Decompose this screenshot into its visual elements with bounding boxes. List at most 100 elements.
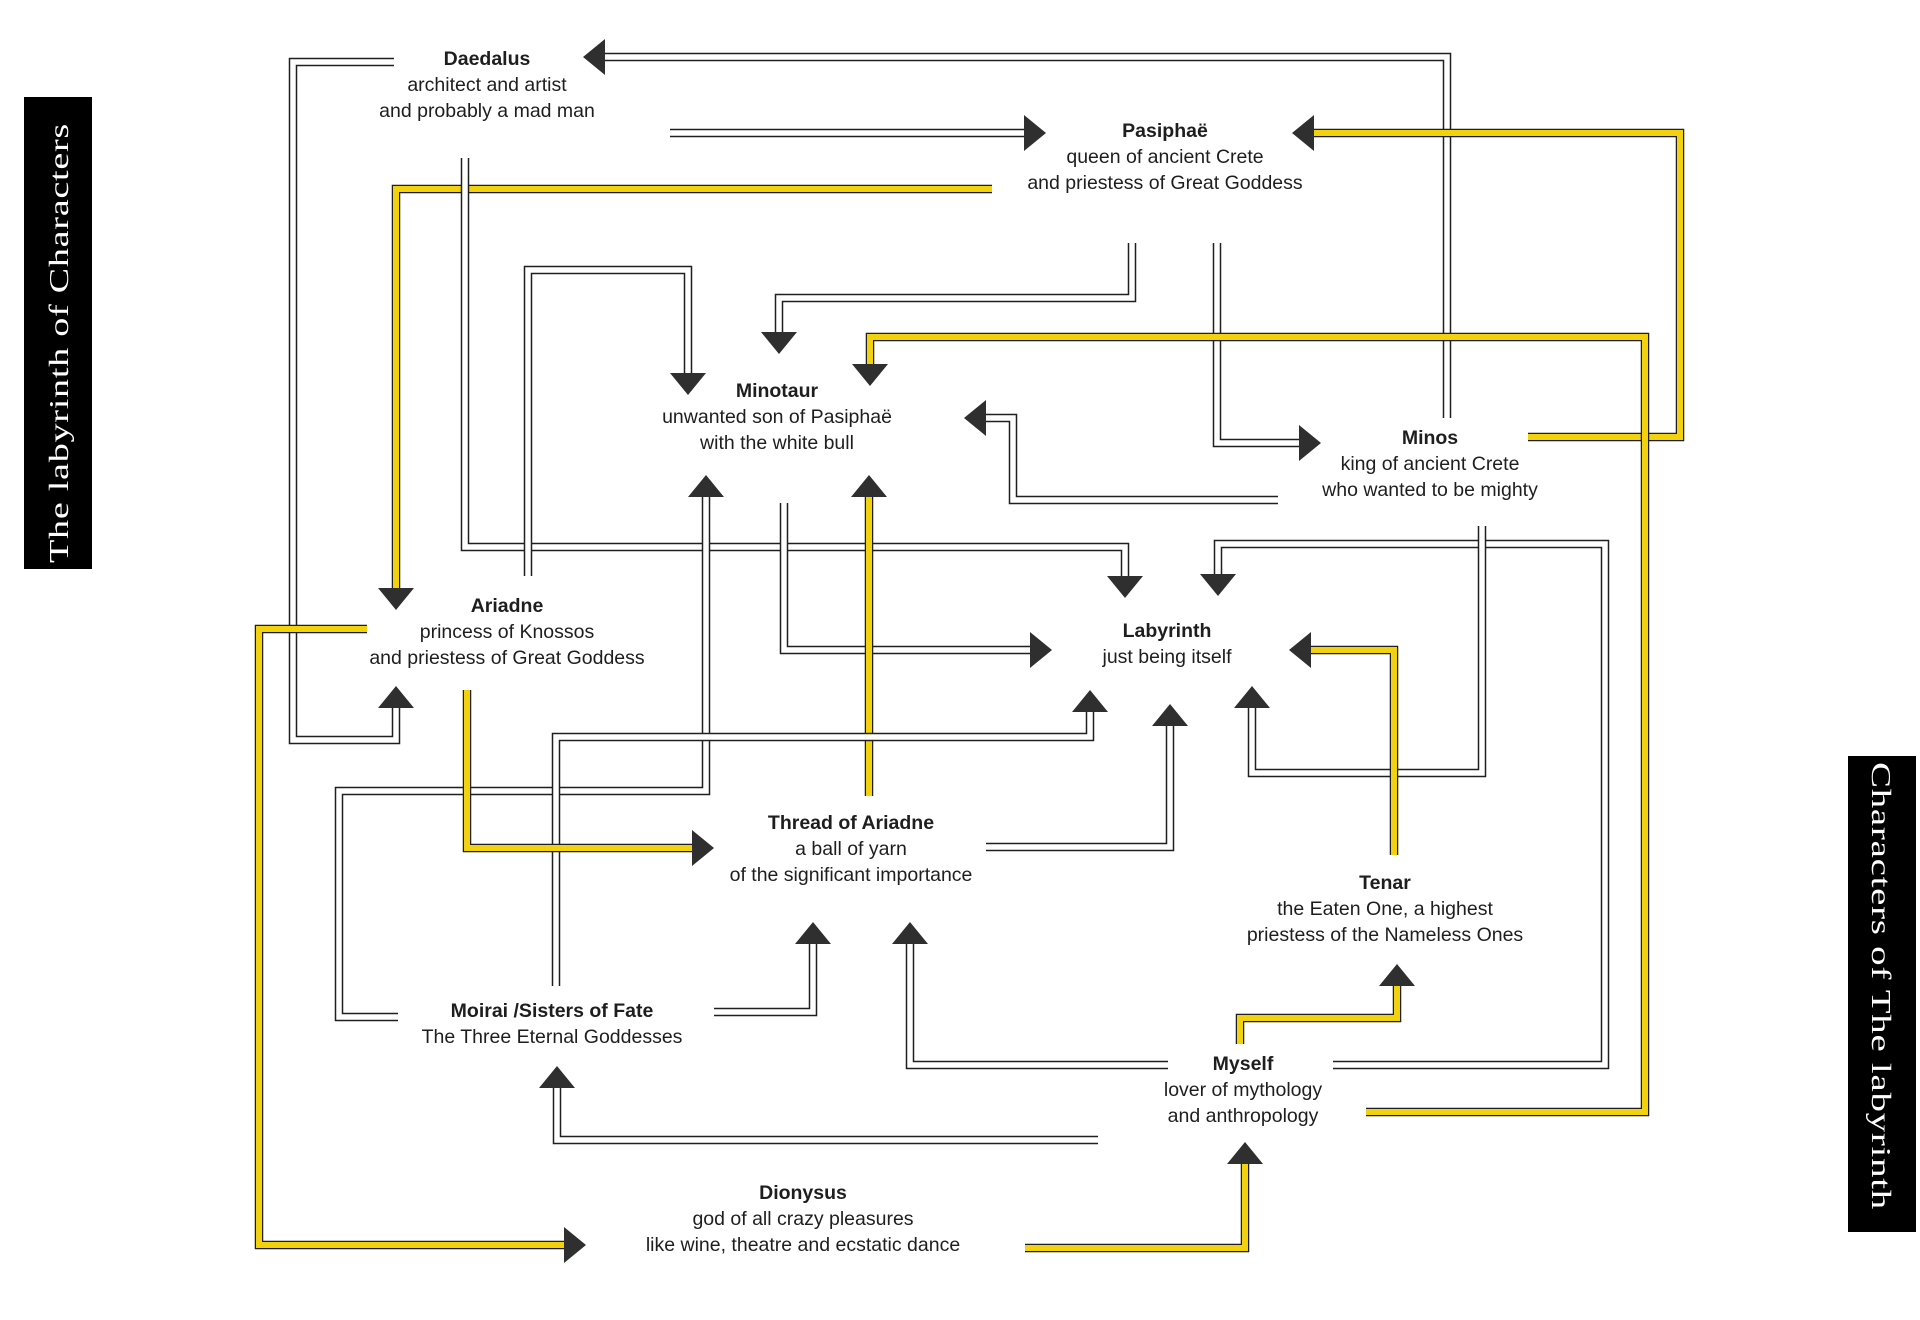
- node-description-line: of the significant importance: [730, 864, 973, 886]
- edge-ariadne-to-dionysus: [254, 624, 586, 1263]
- connector-outline: [460, 158, 1130, 576]
- node-title: Thread of Ariadne: [768, 812, 934, 834]
- connector-gap: [714, 944, 816, 1015]
- arrowhead: [1107, 576, 1143, 598]
- node-title: Tenar: [1359, 872, 1411, 894]
- node-description-line: like wine, theatre and ecstatic dance: [646, 1234, 960, 1256]
- arrowhead: [539, 1066, 575, 1088]
- connector-gap: [986, 415, 1278, 503]
- connectors-layer: [254, 39, 1685, 1263]
- arrowhead: [1227, 1142, 1263, 1164]
- connector-outline: [1311, 645, 1399, 855]
- connector-outline: [462, 690, 692, 853]
- node-title: Moirai /Sisters of Fate: [451, 1000, 654, 1022]
- edge-minos-to-labyrinth: [1234, 526, 1487, 778]
- connector-outline: [779, 503, 1030, 655]
- arrowhead: [1379, 964, 1415, 986]
- connector-gap: [553, 712, 1093, 986]
- edge-daedalus-to-labyrinth: [460, 158, 1143, 598]
- node-title: Myself: [1213, 1053, 1274, 1075]
- left-label-text: The labyrinth of Characters: [44, 123, 74, 563]
- arrowhead: [1292, 115, 1314, 151]
- node-title: Minotaur: [736, 380, 819, 402]
- connector-outline: [986, 413, 1278, 505]
- connector-gap: [776, 243, 1135, 332]
- arrowhead: [378, 588, 414, 610]
- arrowhead: [851, 475, 887, 497]
- arrowhead: [964, 400, 986, 436]
- node-description-line: unwanted son of Pasiphaë: [662, 406, 892, 428]
- node-description-line: and probably a mad man: [379, 100, 595, 122]
- connector-gap: [907, 944, 1168, 1068]
- node-title: Minos: [1402, 427, 1458, 449]
- node-title: Dionysus: [759, 1182, 847, 1204]
- connector-highlight-fill: [464, 690, 692, 851]
- arrowhead: [1072, 690, 1108, 712]
- node-description-line: the Eaten One, a highest: [1277, 898, 1493, 920]
- arrowhead: [583, 39, 605, 75]
- connector-outline: [288, 57, 401, 745]
- connector-gap: [1214, 243, 1299, 446]
- connector-gap: [336, 497, 709, 1020]
- node-description-line: god of all crazy pleasures: [692, 1208, 913, 1230]
- edge-ariadne-to-thread: [462, 690, 714, 866]
- nodes-layer: Daedalus architect and artist and probably…: [369, 48, 1538, 1256]
- arrowhead: [1024, 115, 1046, 151]
- edge-ariadne-to-minotaur: [523, 265, 706, 576]
- edge-daedalus-to-pasiphae: [670, 115, 1046, 151]
- connector-gap: [1215, 541, 1608, 1068]
- connector-highlight-fill: [393, 186, 992, 588]
- edge-dionysus-to-myself: [1025, 1142, 1263, 1253]
- edge-moirai-to-labyrinth: [551, 690, 1108, 986]
- node-title: Labyrinth: [1123, 620, 1212, 642]
- arrowhead: [564, 1227, 586, 1263]
- node-description-line: king of ancient Crete: [1341, 453, 1520, 475]
- edge-moirai-to-thread: [714, 922, 831, 1017]
- arrowhead: [892, 922, 928, 944]
- arrowhead: [852, 364, 888, 386]
- connector-outline: [1314, 128, 1685, 442]
- connector-gap: [525, 267, 691, 576]
- connector-outline: [986, 726, 1175, 852]
- right-side-label: Characters of The labyrinth: [1848, 756, 1916, 1232]
- edge-moirai-to-minotaur: [334, 475, 724, 1022]
- connector-gap: [986, 726, 1173, 850]
- node-description-line: who wanted to be mighty: [1321, 479, 1538, 501]
- node-title: Daedalus: [444, 48, 531, 70]
- edge-minotaur-to-labyrinth: [779, 503, 1052, 668]
- edge-myself-to-minotaur: [852, 332, 1650, 1117]
- node-description-line: a ball of yarn: [795, 838, 907, 860]
- edge-myself-to-tenar: [1235, 964, 1415, 1044]
- connector-gap: [1249, 526, 1485, 776]
- edge-pasiphae-to-ariadne: [378, 184, 992, 610]
- node-description-line: princess of Knossos: [420, 621, 595, 643]
- arrowhead: [761, 332, 797, 354]
- arrowhead: [670, 373, 706, 395]
- node-description-line: architect and artist: [407, 74, 567, 96]
- connector-outline: [1025, 1164, 1250, 1253]
- node-description-line: and priestess of Great Goddess: [369, 647, 645, 669]
- node-description-line: just being itself: [1102, 646, 1233, 668]
- arrowhead: [1030, 632, 1052, 668]
- right-label-band: [1848, 756, 1916, 1232]
- arrowhead: [378, 686, 414, 708]
- arrowhead: [1289, 632, 1311, 668]
- arrowhead: [1152, 704, 1188, 726]
- edge-pasiphae-to-minos: [1212, 243, 1321, 461]
- connector-outline: [552, 1088, 1098, 1145]
- left-label-band: [24, 97, 92, 569]
- node-description-line: and anthropology: [1168, 1105, 1319, 1127]
- connector-highlight-fill: [1314, 130, 1683, 440]
- edge-myself-to-thread: [892, 922, 1168, 1070]
- arrowhead: [1200, 574, 1236, 596]
- edge-myself-to-labyrinth: [1200, 539, 1610, 1070]
- node-title: Pasiphaë: [1122, 120, 1208, 142]
- arrowhead: [1299, 425, 1321, 461]
